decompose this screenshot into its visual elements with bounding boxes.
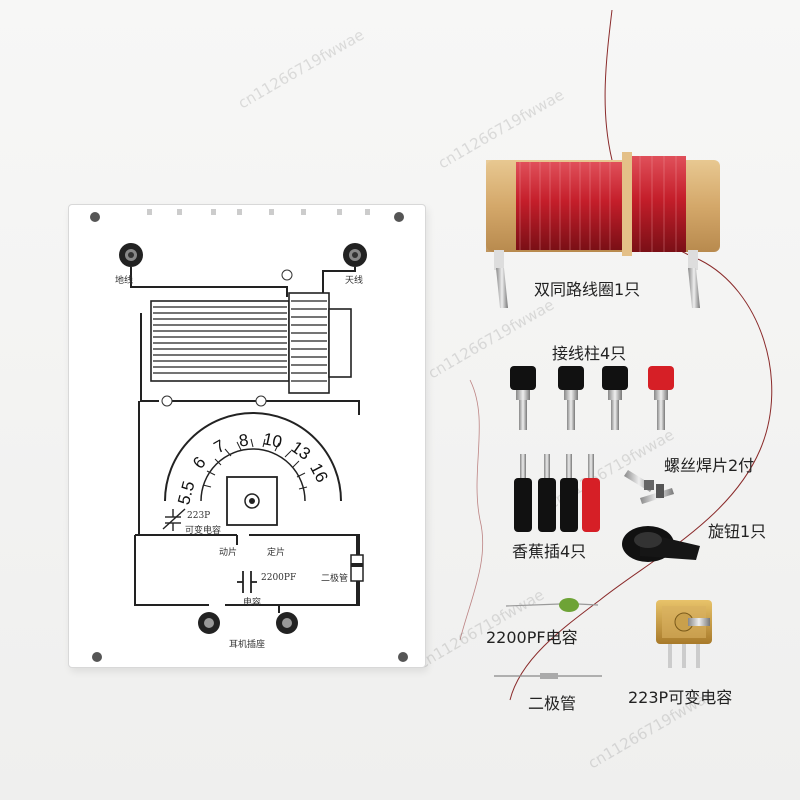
binding-post-red-icon xyxy=(648,366,674,430)
diode-icon xyxy=(494,673,602,679)
variable-capacitor-icon xyxy=(656,600,712,668)
coil-label: 双同路线圈1只 xyxy=(534,280,641,299)
capacitor-label: 2200PF电容 xyxy=(486,628,578,647)
cap-variable-label: 可变电容 xyxy=(185,526,222,536)
banana-label: 香蕉插4只 xyxy=(512,542,587,561)
ground-terminal-icon xyxy=(119,243,143,267)
capacitor-symbol-icon xyxy=(237,571,257,593)
diode-symbol-icon xyxy=(350,554,364,582)
antenna-terminal-icon xyxy=(343,243,367,267)
diode-label: 二极管 xyxy=(528,694,577,713)
fixed-plate-label: 定片 xyxy=(267,548,286,558)
coil-drawing-icon xyxy=(150,292,352,394)
antenna-label: 天线 xyxy=(345,276,364,286)
banana-plug-icon xyxy=(560,454,578,532)
posts-label: 接线柱4只 xyxy=(552,344,627,363)
knob-icon xyxy=(622,526,700,562)
tuning-dial-icon xyxy=(164,412,342,526)
banana-plug-red-icon xyxy=(582,454,600,532)
cap-2200-label: 2200PF xyxy=(261,573,297,583)
earphone-jack-icon xyxy=(198,612,298,634)
cap-223-label: 223P xyxy=(187,511,211,521)
board-schematic xyxy=(90,209,408,662)
coil-icon xyxy=(486,152,720,308)
variable-capacitor-symbol-icon xyxy=(162,508,186,531)
knob-label: 旋钮1只 xyxy=(708,522,767,541)
diode-board-label: 二极管 xyxy=(321,574,349,584)
banana-plug-icon xyxy=(514,454,532,532)
solder-lug-icon xyxy=(624,470,674,504)
circuit-board: 地线 天线 223P 可变电容 动片 定片 2200PF 电容 二极管 耳机插座… xyxy=(68,204,426,668)
banana-plug-icon xyxy=(538,454,556,532)
cap-label: 电容 xyxy=(243,598,262,608)
capacitor-2200pf-icon xyxy=(505,598,599,612)
binding-post-icon xyxy=(558,366,584,430)
earphone-label: 耳机插座 xyxy=(229,640,266,650)
ground-label: 地线 xyxy=(115,276,134,286)
binding-post-icon xyxy=(510,366,536,430)
binding-post-icon xyxy=(602,366,628,430)
variable-cap-label: 223P可变电容 xyxy=(628,688,733,707)
moving-plate-label: 动片 xyxy=(219,548,238,558)
solder-lugs-label: 螺丝焊片2付 xyxy=(664,456,755,475)
